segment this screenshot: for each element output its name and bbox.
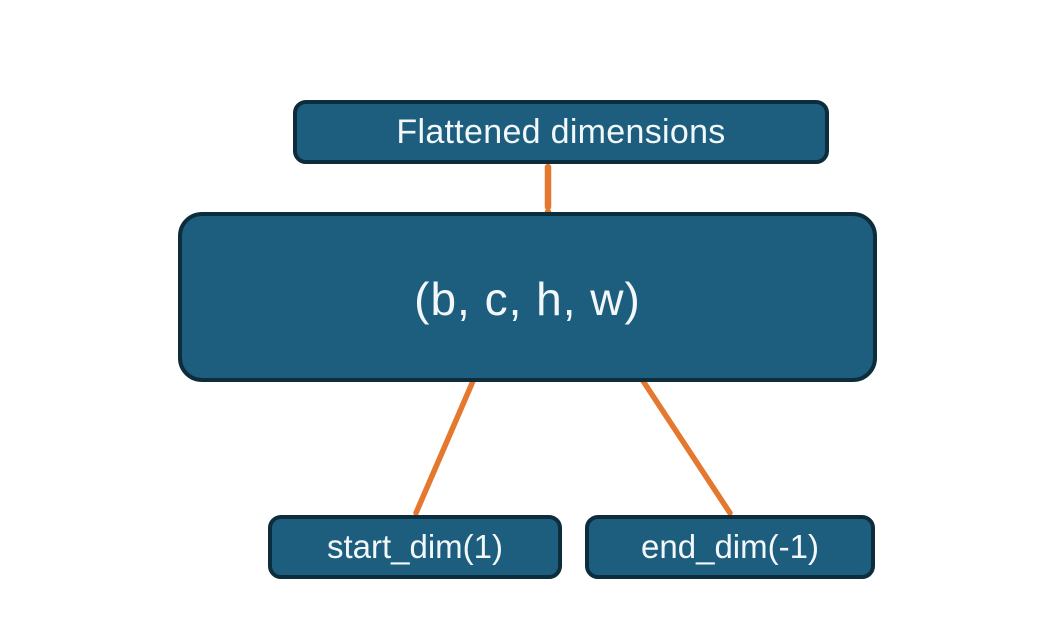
flattened-dimensions-label: Flattened dimensions [396,112,726,151]
end-dim-label: end_dim(-1) [641,528,819,565]
tensor-shape-tuple-label: (b, c, h, w) [414,273,641,325]
start-dim-node: start_dim(1) [268,515,562,579]
tensor-shape-tuple-node: (b, c, h, w) [178,212,877,382]
flattened-dimensions-node: Flattened dimensions [293,100,829,164]
end-dim-node: end_dim(-1) [585,515,875,579]
start-dim-label: start_dim(1) [326,528,504,565]
